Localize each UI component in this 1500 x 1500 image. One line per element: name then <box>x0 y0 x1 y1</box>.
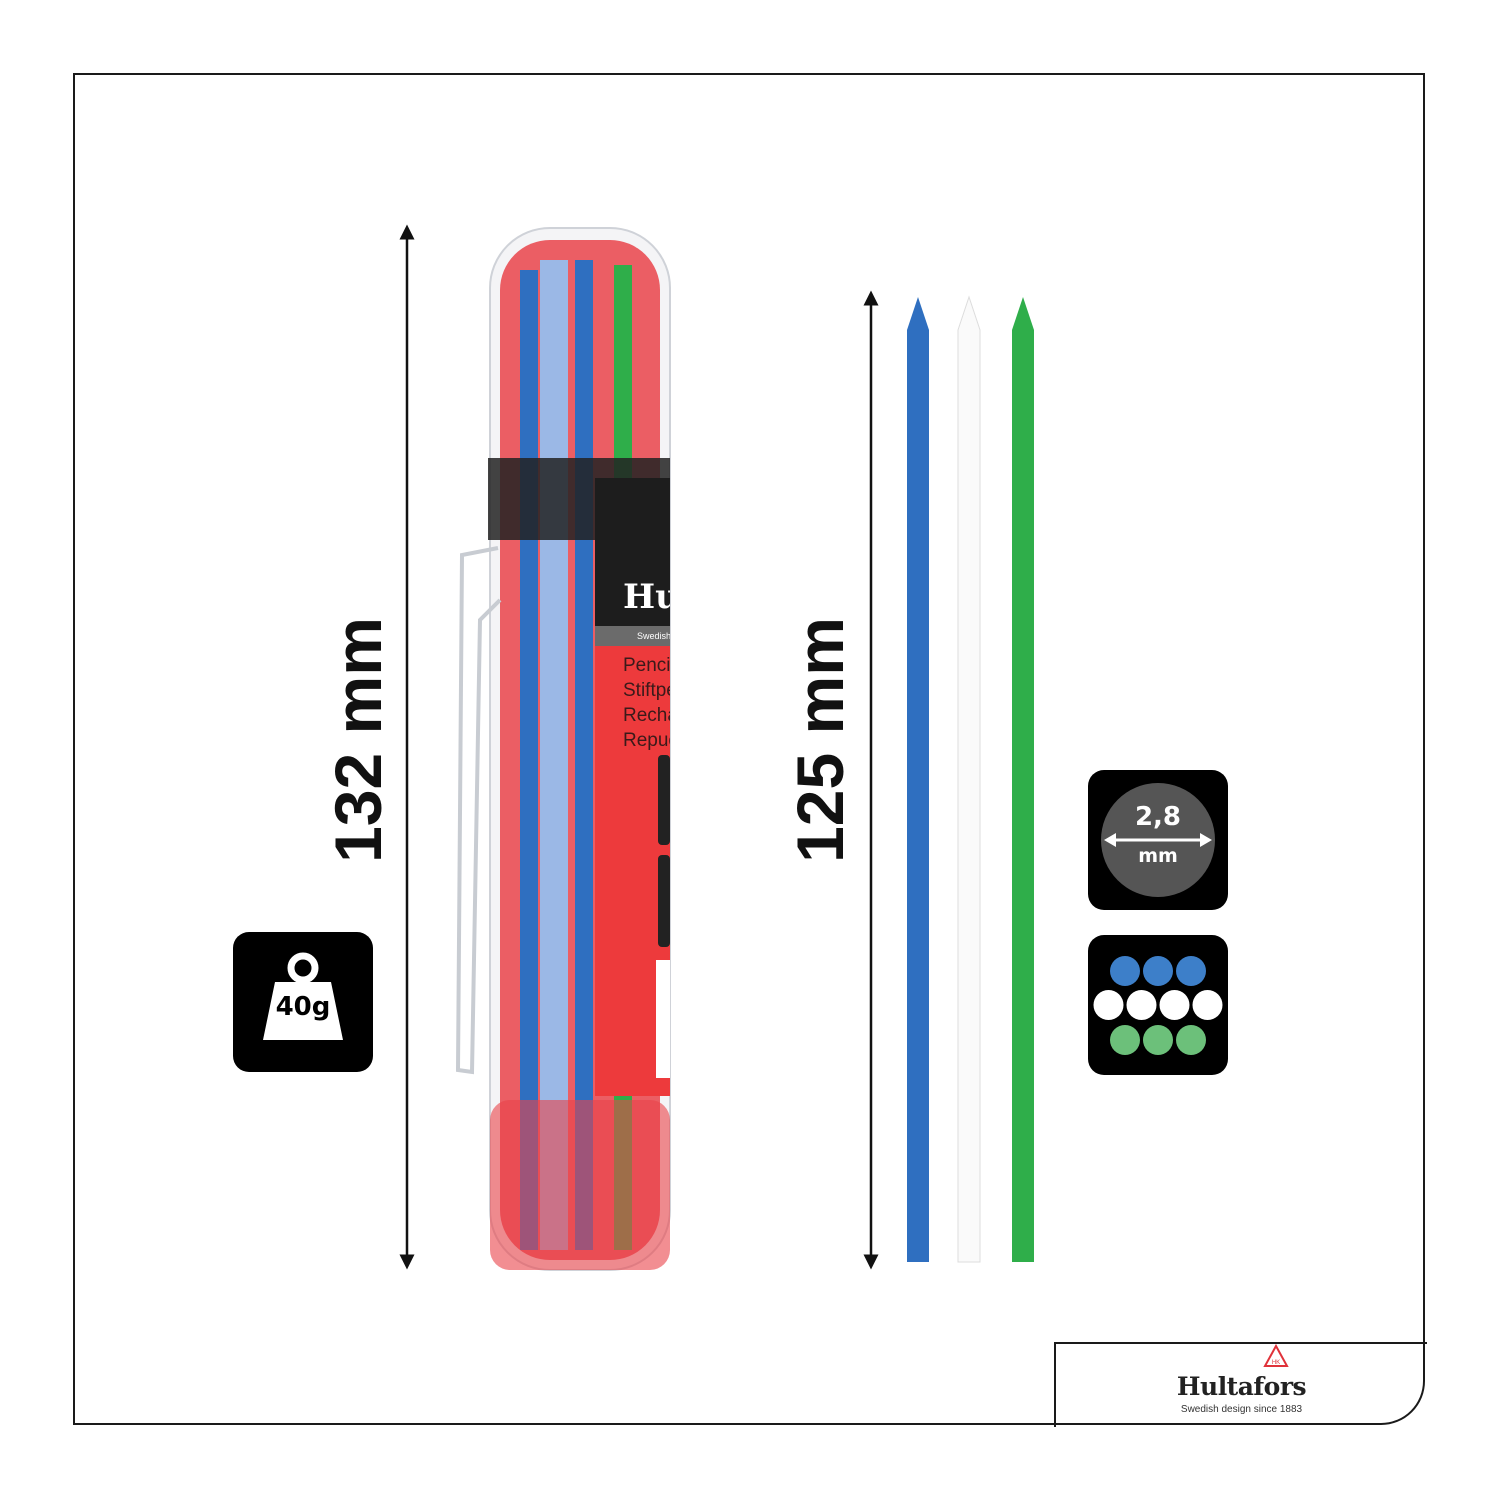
color-dot <box>1192 990 1223 1020</box>
color-dot <box>1143 956 1173 986</box>
hultafors-logo-mark: HK <box>1263 1343 1289 1367</box>
color-dot <box>1093 990 1124 1020</box>
image-frame <box>73 73 1425 1425</box>
tube-label <box>595 478 670 1096</box>
brand-logo: Hultafors Swedish design since 1883 <box>1054 1342 1427 1427</box>
lead-colors-icon <box>1088 935 1228 1075</box>
tube-label-line: Recharg <box>623 705 695 726</box>
diameter-value: 2,8 <box>1134 802 1182 832</box>
tube-label-tagline: Swedish de <box>637 631 684 641</box>
svg-text:HK: HK <box>1272 1360 1280 1366</box>
tube-label-line: Pencil re <box>623 655 697 676</box>
brand-tagline: Swedish design since 1883 <box>1180 1404 1303 1415</box>
weight-icon <box>233 932 373 1072</box>
diameter-badge <box>1088 770 1228 910</box>
color-dot <box>1110 1025 1140 1055</box>
color-dot <box>1126 990 1157 1020</box>
weight-label: 40g <box>275 992 331 1022</box>
diameter-unit: mm <box>1138 845 1178 867</box>
lead-white <box>957 295 981 1263</box>
color-dot <box>1143 1025 1173 1055</box>
lead-green <box>1012 297 1034 1262</box>
color-dot <box>1176 956 1206 986</box>
lead-length-label: 125 mm <box>783 617 857 863</box>
tube-label-brand: Hult <box>623 577 709 617</box>
tube-length-label: 132 mm <box>321 617 395 863</box>
color-dot <box>1176 1025 1206 1055</box>
color-dot <box>1159 990 1190 1020</box>
lead-blue <box>907 297 929 1262</box>
tube-label-line: Stiftpenn <box>623 680 698 701</box>
brand-name: Hultafors <box>1176 1372 1307 1401</box>
tube-label-line: Repuest <box>623 730 694 751</box>
color-dot <box>1110 956 1140 986</box>
